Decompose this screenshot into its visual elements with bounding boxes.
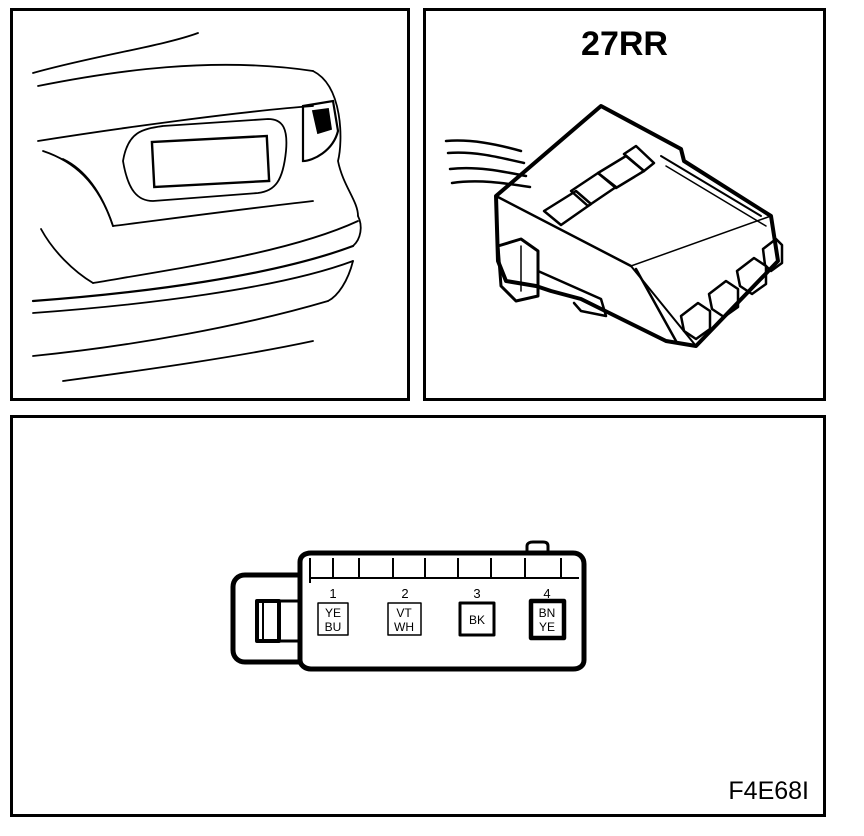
pinout-drawing: 1 2 3 4 YE BU VT WH BK BN YE [230, 540, 587, 672]
figure-code: F4E68I [728, 777, 809, 805]
pin-4-wire-top: BN [539, 606, 556, 620]
pin-2-wire-bottom: WH [394, 620, 414, 634]
pin-3-wire-top: BK [469, 613, 485, 627]
car-rear-drawing [31, 32, 362, 382]
pin-4-wire-bottom: YE [539, 620, 555, 634]
car-rear-illustration-panel [10, 8, 410, 401]
pin-2-wire-top: VT [396, 606, 412, 620]
pin-3-number: 3 [473, 586, 480, 601]
connector-illustration-panel: 27RR [423, 8, 826, 401]
pin-4-number: 4 [543, 586, 550, 601]
pin-2-number: 2 [401, 586, 408, 601]
pin-1-wire-top: YE [325, 606, 341, 620]
pin-1-number: 1 [329, 586, 336, 601]
pinout-panel: 1 2 3 4 YE BU VT WH BK BN YE F4E68I [10, 415, 826, 817]
connector-title: 27RR [581, 25, 668, 63]
connector-drawing [444, 104, 784, 348]
pin-1-wire-bottom: BU [325, 620, 342, 634]
